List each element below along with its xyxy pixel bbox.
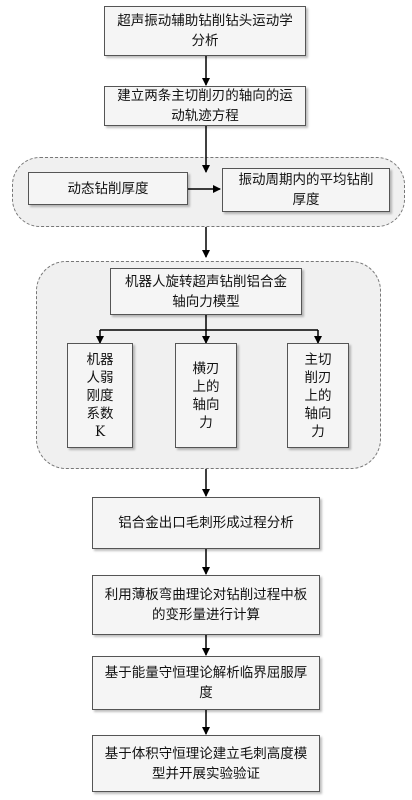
step-average-thickness: 振动周期内的平均钻削厚度	[222, 168, 390, 212]
step-dynamic-thickness: 动态钻削厚度	[28, 172, 188, 205]
step-kinematic-analysis: 超声振动辅助钻削钻头运动学分析	[104, 6, 306, 56]
factor-chisel-edge-force-label: 横刃上的轴向力	[192, 360, 220, 431]
step-burr-formation: 铝合金出口毛刺形成过程分析	[92, 497, 320, 549]
step-burr-formation-label: 铝合金出口毛刺形成过程分析	[118, 515, 294, 531]
step-critical-thickness: 基于能量守恒理论解析临界屈服厚度	[92, 656, 320, 710]
step-burr-height-model: 基于体积守恒理论建立毛刺高度模型并开展实验验证	[92, 735, 320, 792]
step-plate-deformation-label: 利用薄板弯曲理论对钻削过程中板的变形量进行计算	[104, 587, 308, 623]
factor-weak-stiffness-label: 机器人弱刚度系数K	[86, 351, 114, 440]
step-critical-thickness-label: 基于能量守恒理论解析临界屈服厚度	[104, 665, 308, 701]
factor-main-edge-force: 主切削刃上的轴向力	[287, 343, 349, 448]
step-axial-force-model-label: 机器人旋转超声钻削铝合金轴向力模型	[125, 273, 287, 310]
factor-weak-stiffness: 机器人弱刚度系数K	[67, 343, 133, 448]
step-dynamic-thickness-label: 动态钻削厚度	[67, 180, 149, 197]
step-average-thickness-label: 振动周期内的平均钻削厚度	[238, 172, 374, 208]
step-burr-height-model-label: 基于体积守恒理论建立毛刺高度模型并开展实验验证	[104, 745, 308, 782]
factor-chisel-edge-force: 横刃上的轴向力	[175, 343, 237, 448]
factor-main-edge-force-label: 主切削刃上的轴向力	[304, 351, 332, 440]
step-trajectory-equation: 建立两条主切削刃的轴向的运动轨迹方程	[104, 86, 306, 126]
step-plate-deformation: 利用薄板弯曲理论对钻削过程中板的变形量进行计算	[92, 575, 320, 635]
step-axial-force-model: 机器人旋转超声钻削铝合金轴向力模型	[110, 268, 302, 315]
step-trajectory-equation-label: 建立两条主切削刃的轴向的运动轨迹方程	[117, 88, 293, 124]
step-kinematic-analysis-label: 超声振动辅助钻削钻头运动学分析	[117, 13, 293, 49]
